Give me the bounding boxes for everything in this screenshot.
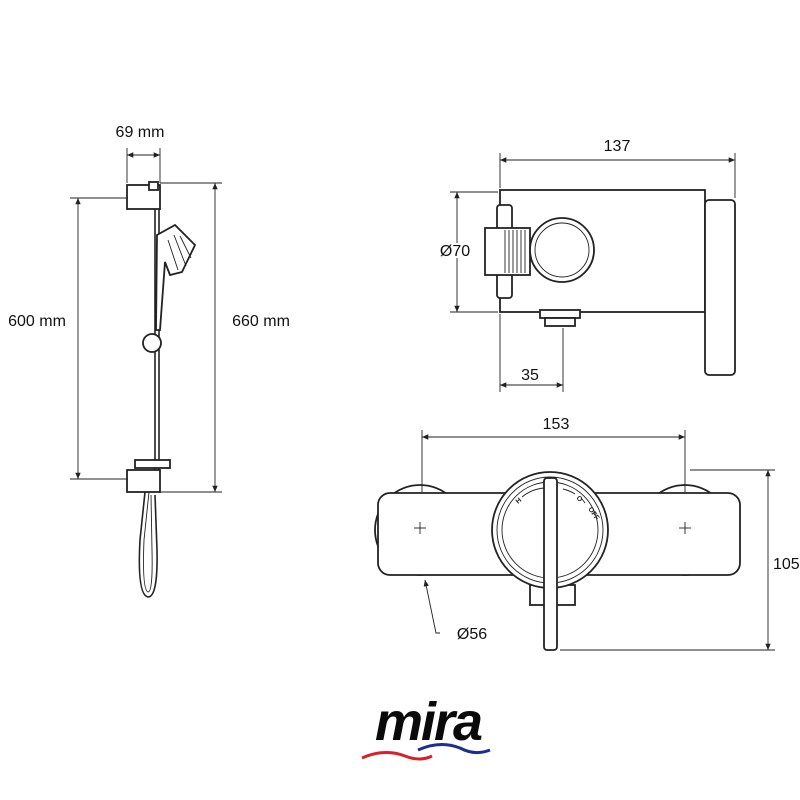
width-label: 69 mm [116,124,165,141]
inlet-connector [484,227,531,276]
mira-logo: mira [361,692,491,761]
rail-length-label: 600 mm [8,313,66,330]
valve-front-view: H O OFF 153 105 Ø56 [374,416,800,651]
logo-blue-wave [417,743,491,755]
shower-hose [138,491,158,598]
shroud-diameter-label: Ø56 [457,626,487,643]
valve-side-view: 137 Ø70 35 [438,138,736,392]
outlet-offset-label: 35 [521,367,539,384]
soap-dish [134,459,171,469]
lever-side [704,199,736,376]
diameter-label: Ø70 [440,243,470,260]
outlet-nut [539,309,581,319]
handset [155,223,197,331]
logo-red-wave [361,751,433,761]
bottom-bracket [126,469,161,493]
slider-knob [142,333,162,353]
dial-label-hot: H [515,497,523,506]
logo-wordmark: mira [375,692,482,752]
depth-label: 137 [604,138,631,155]
dial-label-off-symbol: O [575,495,584,504]
centres-label: 153 [543,416,570,433]
outlet-ring [529,217,595,283]
height-label: 105 [773,556,800,573]
control-lever [543,477,558,651]
shower-rail-view: 69 mm 600 mm 660 mm [8,124,290,598]
overall-height-label: 660 mm [232,313,290,330]
